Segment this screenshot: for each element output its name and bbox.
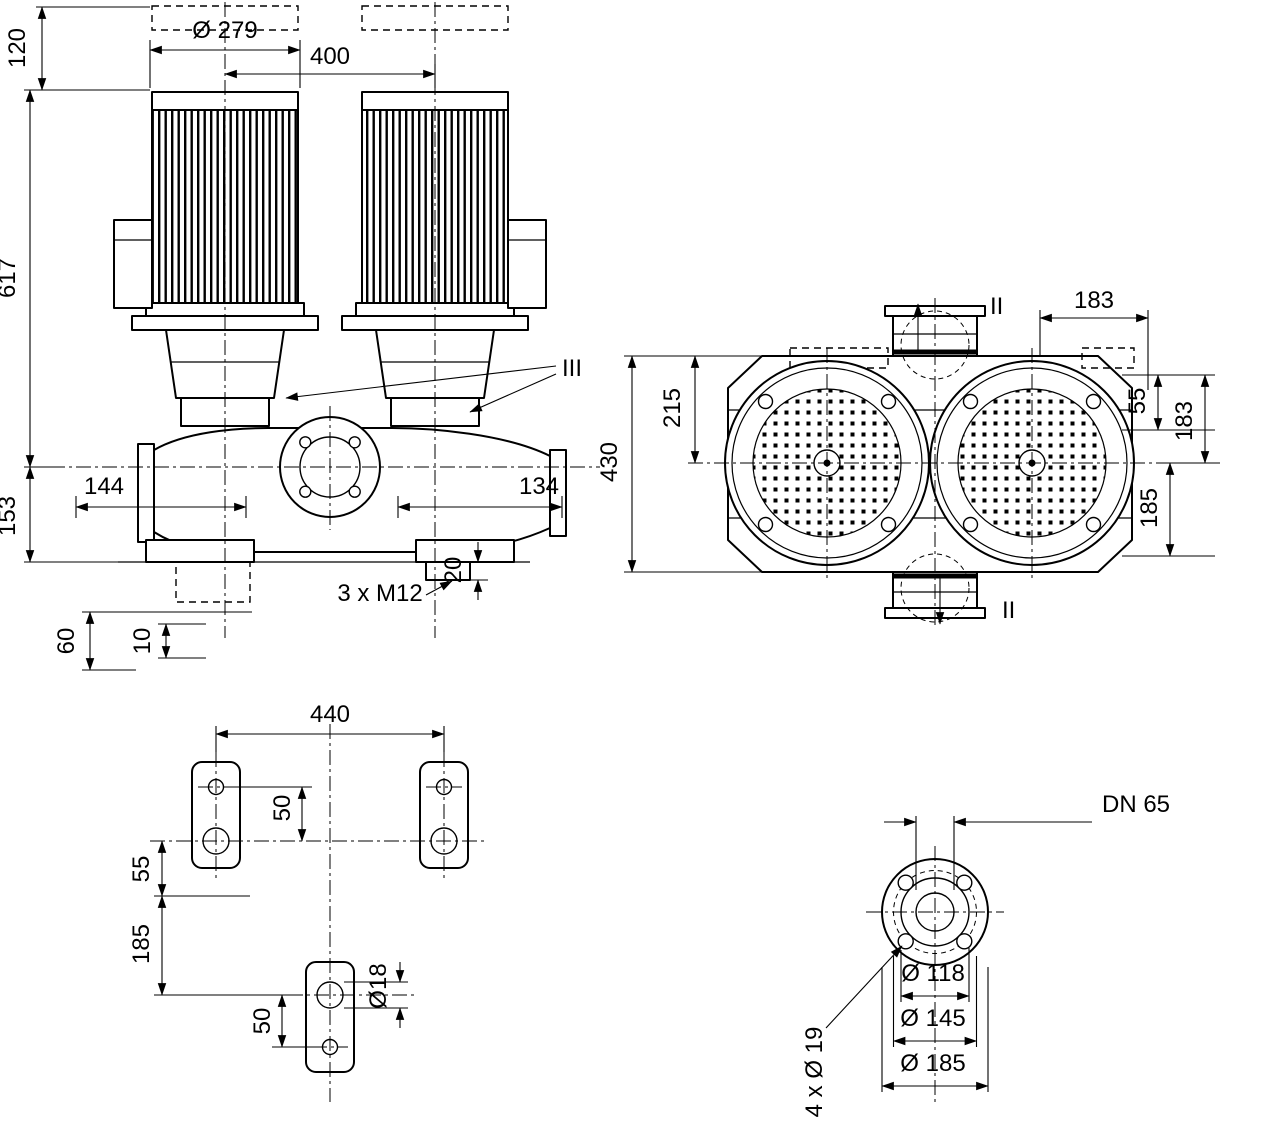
dim-50-lower-label: 50: [249, 1008, 276, 1035]
dim-185-right-label: 185: [1136, 488, 1163, 528]
flange-dimensions: DN 65 Ø 118 Ø 145 Ø 185 4 x Ø 19: [801, 791, 1170, 1117]
section-marks: II II: [893, 293, 1015, 625]
top-dashed-left: [789, 347, 889, 369]
base-view: 440 50 55 185 50 Ø18: [128, 701, 486, 1102]
pump-casing: [118, 416, 567, 603]
dim-10-label: 10: [129, 628, 156, 655]
dim-400-label: 400: [310, 43, 350, 70]
section-II-top-label: II: [990, 293, 1003, 320]
dim-dia185-label: Ø 185: [900, 1050, 965, 1077]
foundation-dashed-box: [175, 561, 251, 603]
terminal-box-right: [507, 219, 547, 309]
section-II-bottom-label: II: [1002, 597, 1015, 624]
dim-dn65-label: DN 65: [1102, 791, 1170, 818]
top-view: II II 183 215 430 55 183 185: [596, 287, 1220, 628]
dim-153-label: 153: [0, 496, 21, 536]
flange-centerlines: [866, 846, 1004, 1102]
dim-120-label: 120: [4, 28, 31, 68]
dim-50-upper-label: 50: [269, 795, 296, 822]
dim-440-label: 440: [310, 701, 350, 728]
dim-134-label: 134: [519, 473, 559, 500]
motor-left: [131, 91, 319, 427]
section-III-label: III: [562, 355, 582, 382]
front-dimensions: 120 Ø 279 400 617 153 144 134: [0, 6, 582, 671]
top-dashed-right: [1081, 347, 1135, 369]
dim-4xdia19-label: 4 x Ø 19: [801, 1027, 828, 1118]
terminal-box-left: [113, 219, 153, 309]
dim-617-label: 617: [0, 258, 21, 298]
top-dimensions: 183 215 430 55 183 185: [596, 287, 1215, 573]
dim-183-top-label: 183: [1074, 287, 1114, 314]
dim-144-label: 144: [84, 473, 124, 500]
dim-dia279-label: Ø 279: [192, 17, 257, 44]
front-view: 120 Ø 279 400 617 153 144 134: [0, 2, 600, 671]
dim-dia18-label: Ø18: [365, 963, 392, 1008]
dim-20-label: 20: [440, 557, 467, 584]
dim-185-base-label: 185: [128, 924, 155, 964]
dim-183-right-label: 183: [1171, 401, 1198, 441]
dim-215-label: 215: [659, 388, 686, 428]
dim-dia145-label: Ø 145: [900, 1005, 965, 1032]
flange-view: DN 65 Ø 118 Ø 145 Ø 185 4 x Ø 19: [801, 791, 1170, 1117]
dim-430-label: 430: [596, 442, 623, 482]
dim-3xM12-label: 3 x M12: [337, 580, 422, 607]
front-centerlines: [50, 2, 600, 638]
dim-60-label: 60: [53, 628, 80, 655]
dim-dia118-label: Ø 118: [901, 960, 965, 987]
dim-55-top-label: 55: [1124, 388, 1151, 415]
base-dimensions: 440 50 55 185 50 Ø18: [128, 701, 445, 1048]
base-centerlines: [150, 724, 486, 1102]
dim-55-base-label: 55: [128, 856, 155, 883]
